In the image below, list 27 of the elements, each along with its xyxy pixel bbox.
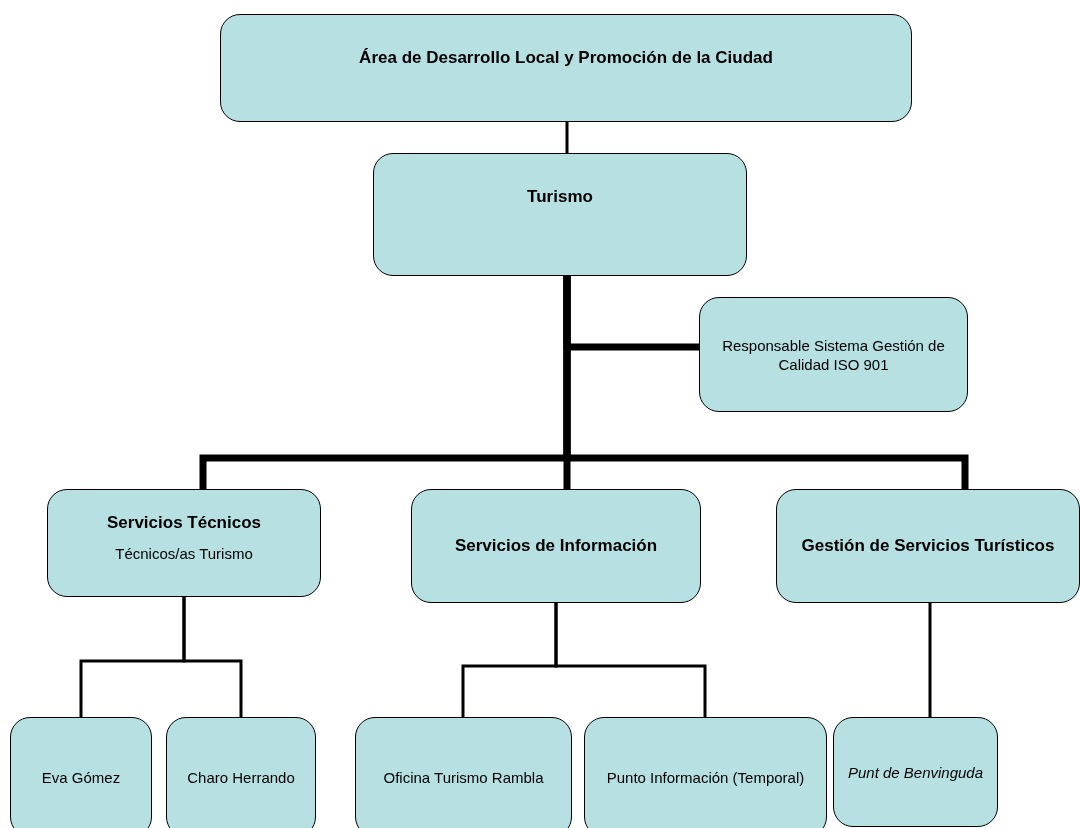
connector-line <box>565 122 569 153</box>
org-unit-box <box>776 489 1080 603</box>
unit-text: Punt de Benvinguda <box>847 762 984 782</box>
unit-text: Charo Herrando <box>187 767 295 787</box>
unit-title: Turismo <box>527 186 593 208</box>
org-unit-box <box>355 717 572 828</box>
unit-text: Eva Gómez <box>41 767 121 787</box>
connector-line <box>182 597 243 717</box>
org-unit-box <box>699 297 968 412</box>
unit-title: Servicios de Información <box>454 535 658 557</box>
unit-text: Técnicos/as Turismo <box>115 544 253 563</box>
org-unit-box <box>10 717 152 828</box>
org-unit-box <box>833 717 998 827</box>
org-unit-box <box>411 489 701 603</box>
unit-title: Área de Desarrollo Local y Promoción de la Ciudad <box>359 47 773 69</box>
unit-title: Gestión de Servicios Turísticos <box>801 535 1055 557</box>
connector-line <box>928 603 932 717</box>
org-unit-box <box>47 489 321 597</box>
unit-text: Punto Información (Temporal) <box>606 767 805 787</box>
unit-title: Servicios Técnicos <box>107 512 261 534</box>
connector-line <box>554 603 707 717</box>
org-unit-box <box>220 14 912 122</box>
org-unit-box <box>166 717 316 828</box>
org-unit-box <box>584 717 827 828</box>
unit-text: Oficina Turismo Rambla <box>383 767 544 787</box>
org-unit-box <box>373 153 747 276</box>
unit-text: Responsable Sistema Gestión de Calidad ISO 901 <box>721 335 946 374</box>
